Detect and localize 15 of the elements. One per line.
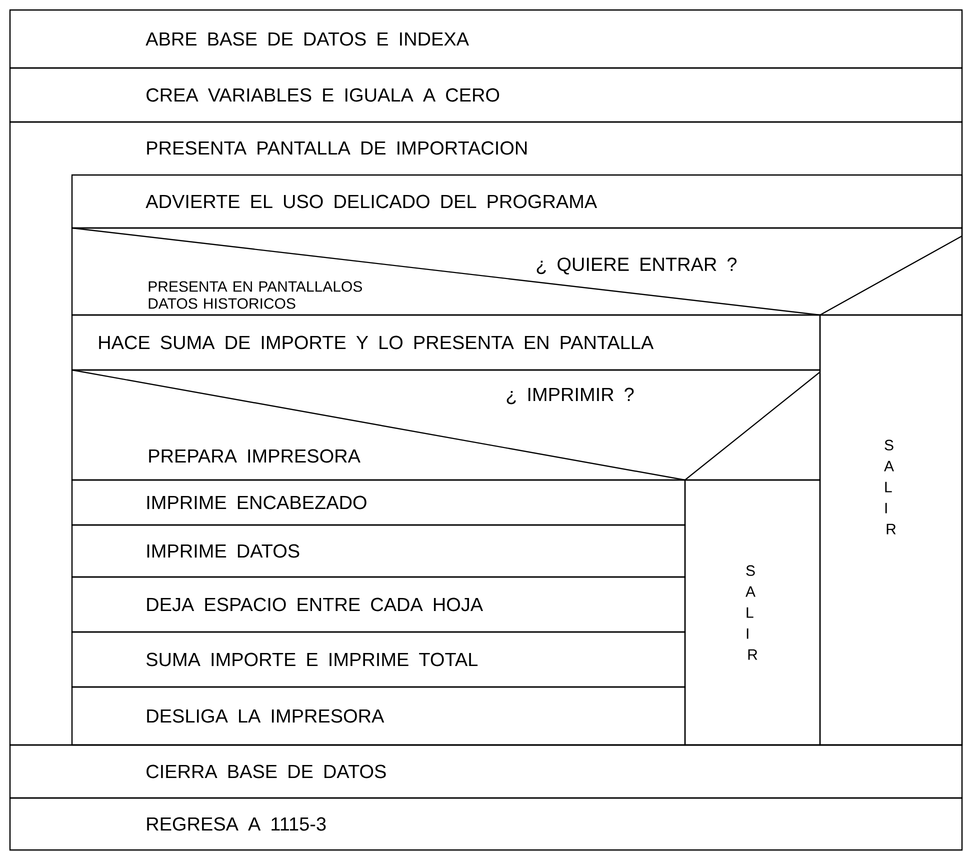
process-box: REGRESA A 1115-3 xyxy=(9,797,963,851)
process-box: SUMA IMPORTE E IMPRIME TOTAL xyxy=(71,631,686,688)
decision-box: ¿ IMPRIMIR ? PREPARA IMPRESORA xyxy=(71,369,821,481)
process-box: ADVIERTE EL USO DELICADO DEL PROGRAMA xyxy=(71,174,963,229)
exit-box: SALIR xyxy=(684,479,821,746)
process-box: IMPRIME DATOS xyxy=(71,524,686,578)
process-box: ABRE BASE DE DATOS E INDEXA xyxy=(9,9,963,69)
process-box: DEJA ESPACIO ENTRE CADA HOJA xyxy=(71,576,686,633)
process-box: DESLIGA LA IMPRESORA xyxy=(71,686,686,746)
decision-box: ¿ QUIERE ENTRAR ? PRESENTA EN PANTALLALOS DATOS HISTORICOS xyxy=(71,227,963,316)
exit-box: SALIR xyxy=(819,314,963,746)
process-box: IMPRIME ENCABEZADO xyxy=(71,479,686,526)
process-box: CIERRA BASE DE DATOS xyxy=(9,744,963,799)
process-box: HACE SUMA DE IMPORTE Y LO PRESENTA EN PANTALLA xyxy=(71,314,821,371)
process-box: CREA VARIABLES E IGUALA A CERO xyxy=(9,67,963,123)
